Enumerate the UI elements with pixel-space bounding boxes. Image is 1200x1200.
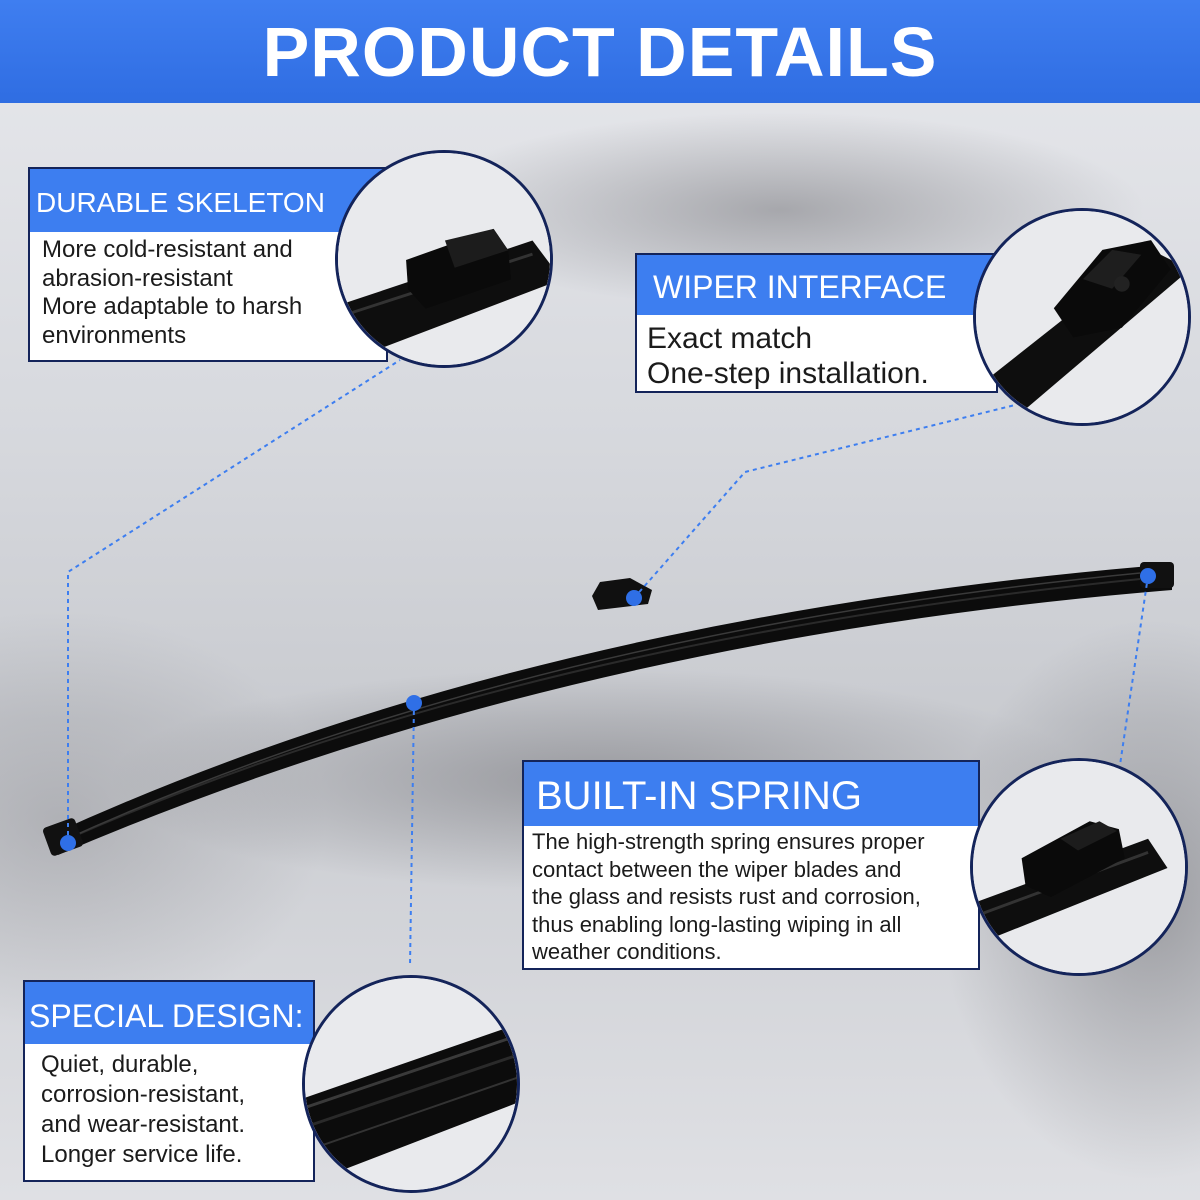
callout-title: SPECIAL DESIGN: bbox=[25, 982, 313, 1044]
callout-special-design: SPECIAL DESIGN: Quiet, durable, corrosio… bbox=[23, 980, 315, 1182]
blade-groove bbox=[69, 577, 1151, 839]
callout-text: Exact match One-step installation. bbox=[647, 322, 929, 390]
blade-connector bbox=[592, 578, 652, 610]
zoom-circle-interface bbox=[973, 208, 1191, 426]
zoom-circle-spring bbox=[970, 758, 1188, 976]
zoom-circle-skeleton bbox=[335, 150, 553, 368]
callout-text: More cold-resistant and abrasion-resista… bbox=[42, 236, 303, 349]
blade-highlight bbox=[59, 571, 1151, 843]
leader-lines bbox=[67, 359, 1149, 967]
callout-text: Quiet, durable, corrosion-resistant, and… bbox=[41, 1051, 246, 1168]
leader-line-skeleton bbox=[67, 359, 401, 843]
marker-dot-design bbox=[406, 695, 422, 711]
blade-body bbox=[48, 566, 1172, 855]
blade-connector-icon bbox=[976, 211, 1188, 423]
callout-built-in-spring: BUILT-IN SPRING The high-strength spring… bbox=[522, 760, 980, 970]
zoom-circle-design bbox=[302, 975, 520, 1193]
blade-rubber-strip-icon bbox=[305, 978, 517, 1190]
markers bbox=[60, 568, 1156, 851]
leader-line-interface bbox=[633, 404, 1016, 599]
callout-title: BUILT-IN SPRING bbox=[524, 762, 978, 826]
blade-end-cap-icon bbox=[338, 153, 550, 365]
header-banner: PRODUCT DETAILS bbox=[0, 0, 1200, 103]
callout-title: WIPER INTERFACE bbox=[637, 255, 996, 315]
page-title: PRODUCT DETAILS bbox=[262, 12, 938, 91]
leader-line-design bbox=[409, 702, 415, 967]
marker-dot-skeleton bbox=[60, 835, 76, 851]
marker-dot-spring bbox=[1140, 568, 1156, 584]
callout-durable-skeleton: DURABLE SKELETON More cold-resistant and… bbox=[28, 167, 388, 362]
callout-title: DURABLE SKELETON bbox=[30, 169, 386, 232]
blade-end-cap-icon bbox=[973, 761, 1185, 973]
callout-text: The high-strength spring ensures proper … bbox=[532, 829, 925, 964]
callout-wiper-interface: WIPER INTERFACE Exact match One-step ins… bbox=[635, 253, 998, 393]
leader-line-spring bbox=[1119, 575, 1149, 766]
marker-dot-interface bbox=[626, 590, 642, 606]
